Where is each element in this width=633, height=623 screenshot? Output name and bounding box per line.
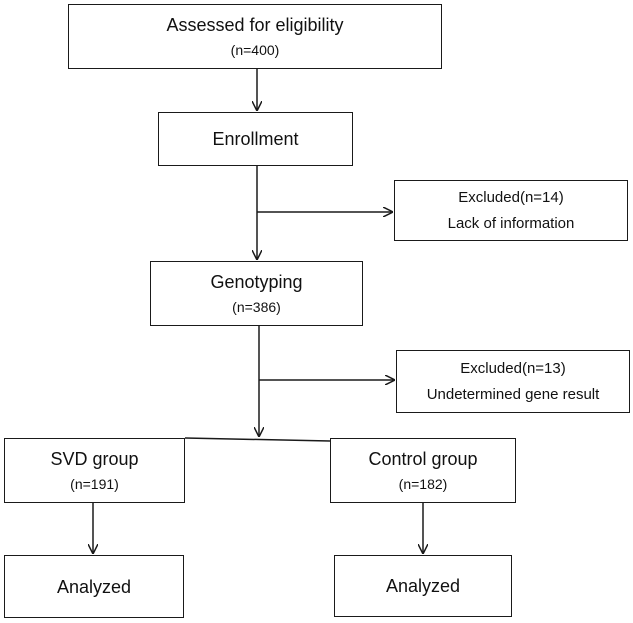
box-excluded-1-reason: Lack of information	[447, 214, 575, 232]
box-genotyping-title: Genotyping	[210, 271, 303, 292]
box-analyzed-svd: Analyzed	[4, 555, 184, 618]
box-excluded-1: Excluded(n=14) Lack of information	[394, 180, 628, 241]
box-assessed: Assessed for eligibility (n=400)	[68, 4, 442, 69]
box-control-group-title: Control group	[368, 448, 478, 469]
box-svd-group-title: SVD group	[50, 448, 139, 469]
box-excluded-2-count: Excluded(n=13)	[460, 359, 566, 377]
box-analyzed-control-title: Analyzed	[385, 576, 461, 596]
box-assessed-count: (n=400)	[230, 41, 280, 58]
box-enrollment: Enrollment	[158, 112, 353, 166]
box-analyzed-control: Analyzed	[334, 555, 512, 617]
box-excluded-2-reason: Undetermined gene result	[426, 385, 600, 403]
box-genotyping: Genotyping (n=386)	[150, 261, 363, 326]
box-control-group: Control group (n=182)	[330, 438, 516, 503]
box-excluded-2: Excluded(n=13) Undetermined gene result	[396, 350, 630, 413]
split-line	[184, 437, 331, 442]
box-assessed-title: Assessed for eligibility	[166, 14, 344, 35]
box-excluded-1-count: Excluded(n=14)	[458, 188, 564, 206]
box-svd-group: SVD group (n=191)	[4, 438, 185, 503]
box-enrollment-title: Enrollment	[212, 129, 299, 149]
box-control-group-count: (n=182)	[398, 475, 448, 492]
box-svd-group-count: (n=191)	[70, 475, 119, 492]
box-genotyping-count: (n=386)	[232, 298, 281, 315]
box-analyzed-svd-title: Analyzed	[56, 576, 132, 597]
